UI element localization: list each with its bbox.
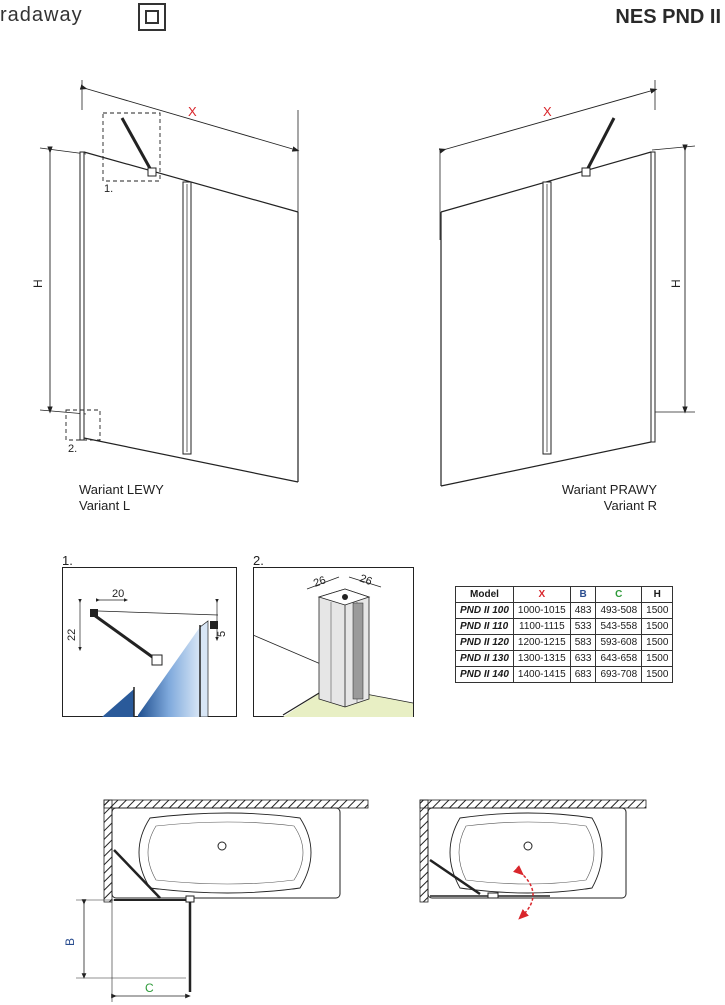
plan-c-label: C [145,981,154,995]
plan-b-label: B [63,938,77,946]
table-row: PND II 140 1400-1415 683 693-708 1500 [455,666,674,683]
cell-b: 533 [569,618,597,635]
elevation-drawings: X H X H 1. 2. [31,80,696,487]
cell-c: 493-508 [595,602,643,619]
right-h-label: H [669,279,683,288]
detail-1-dim-20: 20 [112,588,124,600]
detail-2-number: 2. [253,553,264,568]
detail-marker-1: 1. [104,183,113,195]
logo-square-icon [138,3,166,31]
spec-table: Model X B C H PND II 100 1000-1015 483 4… [455,586,674,683]
cell-b: 633 [569,650,597,667]
variant-right-line2: Variant R [603,498,657,513]
left-h-label: H [31,279,45,288]
detail-2-drawing: 26 26 [253,567,414,717]
cell-h: 1500 [641,634,674,651]
cell-x: 1400-1415 [512,666,571,683]
variant-left-line2: Variant L [79,498,131,513]
detail-2-dim-26a: 26 [312,574,328,589]
cell-model: PND II 120 [455,634,514,651]
cell-b: 483 [569,602,597,619]
header-model: Model [455,586,514,603]
cell-h: 1500 [641,666,674,683]
right-x-label: X [543,104,552,119]
table-row: PND II 100 1000-1015 483 493-508 1500 [455,602,674,619]
left-x-label: X [188,104,197,119]
table-row: PND II 120 1200-1215 583 593-608 1500 [455,634,674,651]
detail-marker-2: 2. [68,443,77,455]
cell-c: 543-558 [595,618,643,635]
cell-c: 593-608 [595,634,643,651]
cell-model: PND II 110 [455,618,514,635]
header-h: H [641,586,674,603]
cell-b: 583 [569,634,597,651]
right-variant-drawing [438,80,696,487]
page-title: NES PND II [615,6,721,28]
cell-h: 1500 [641,650,674,667]
plan-left [76,799,369,1002]
variant-right-label: Wariant PRAWY Variant R [562,482,657,514]
variant-left-label: Wariant LEWY Variant L [79,482,164,514]
left-variant-drawing [39,80,300,483]
header-b: B [569,586,597,603]
variant-right-line1: Wariant PRAWY [561,482,657,497]
detail-2-dim-26b: 26 [358,573,374,588]
table-row: PND II 110 1100-1115 533 543-558 1500 [455,618,674,635]
cell-x: 1100-1115 [512,618,571,635]
cell-x: 1300-1315 [512,650,571,667]
detail-1-dim-5: 5 [216,631,228,637]
cell-c: 693-708 [595,666,643,683]
plan-right [419,799,647,920]
header-x: X [512,586,571,603]
cell-model: PND II 100 [455,602,514,619]
spec-table-header-row: Model X B C H [455,586,674,603]
brand-logo: radaway [0,4,83,26]
cell-x: 1200-1215 [512,634,571,651]
header-c: C [595,586,643,603]
cell-h: 1500 [641,602,674,619]
cell-b: 683 [569,666,597,683]
detail-1-number: 1. [62,553,73,568]
cell-c: 643-658 [595,650,643,667]
table-row: PND II 130 1300-1315 633 643-658 1500 [455,650,674,667]
plan-view-drawings: B C [63,799,647,1002]
cell-model: PND II 140 [455,666,514,683]
detail-1-drawing: 20 22 5 [62,567,237,717]
variant-left-line1: Wariant LEWY [79,482,164,497]
detail-1-dim-22: 22 [66,629,78,641]
cell-h: 1500 [641,618,674,635]
cell-model: PND II 130 [455,650,514,667]
cell-x: 1000-1015 [512,602,571,619]
